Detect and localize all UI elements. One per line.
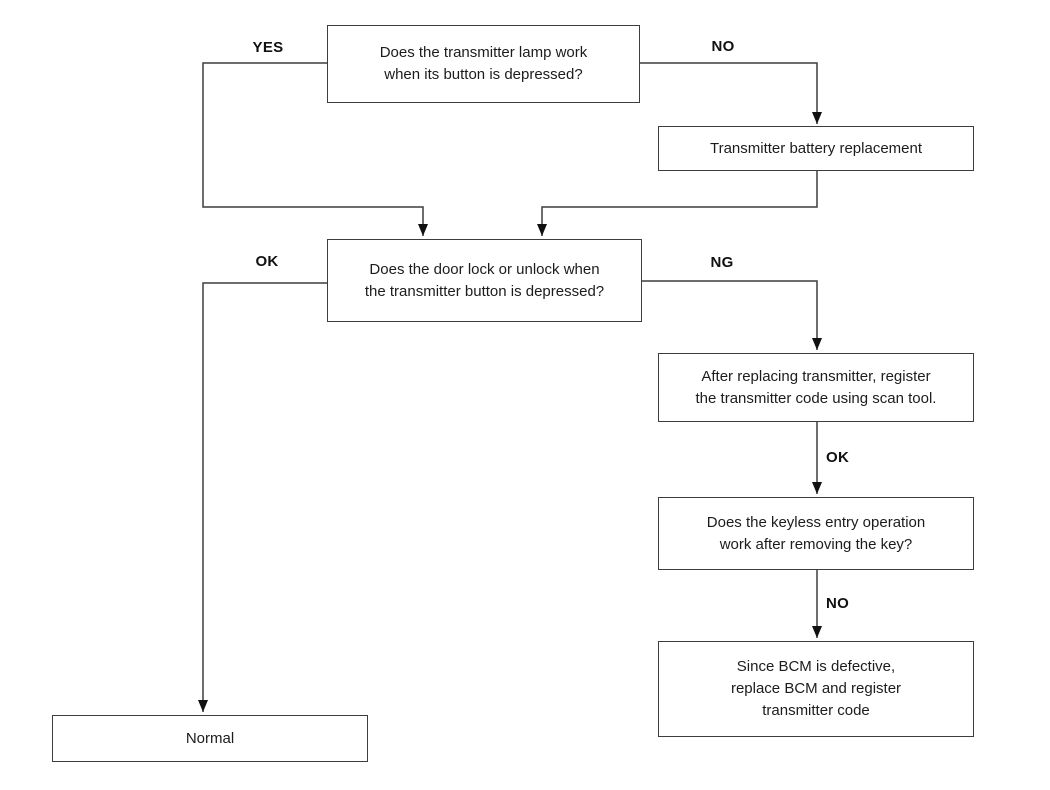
edge-ok-left bbox=[198, 282, 327, 712]
edge-label-yes: YES bbox=[252, 39, 284, 56]
edge-label-ok-right: OK bbox=[826, 449, 850, 466]
edge-ng bbox=[642, 280, 822, 350]
node-transmitter-lamp-question: Does the transmitter lamp work when its … bbox=[327, 25, 640, 103]
node-door-lock-question: Does the door lock or unlock when the tr… bbox=[327, 239, 642, 322]
edge-label-ng: NG bbox=[710, 254, 734, 271]
node-keyless-entry-question: Does the keyless entry operation work af… bbox=[658, 497, 974, 570]
edge-no-top bbox=[640, 62, 822, 124]
edge-label-no-bottom: NO bbox=[826, 595, 850, 612]
edge-label-ok-left: OK bbox=[255, 253, 279, 270]
edge-battery-to-qdoor bbox=[537, 171, 818, 236]
node-battery-replacement: Transmitter battery replacement bbox=[658, 126, 974, 171]
edge-label-no-top: NO bbox=[711, 38, 735, 55]
edge-yes bbox=[202, 62, 428, 236]
node-register-transmitter-code: After replacing transmitter, register th… bbox=[658, 353, 974, 422]
node-replace-bcm: Since BCM is defective, replace BCM and … bbox=[658, 641, 974, 737]
node-normal-result: Normal bbox=[52, 715, 368, 762]
